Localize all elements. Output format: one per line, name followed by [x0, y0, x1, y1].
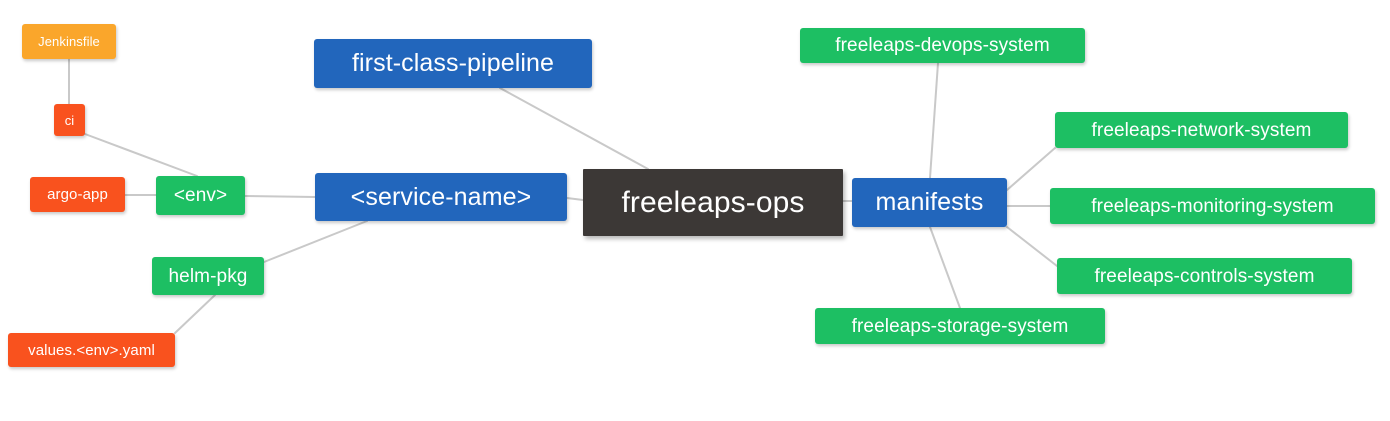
node-freeleaps-monitoring-system[interactable]: freeleaps-monitoring-system	[1050, 188, 1375, 224]
node-label: helm-pkg	[168, 265, 248, 287]
node-argo-app[interactable]: argo-app	[30, 177, 125, 212]
node-service-name[interactable]: <service-name>	[315, 173, 567, 221]
edge-e-network-manifests	[1006, 147, 1056, 191]
node-label: freeleaps-network-system	[1091, 119, 1312, 141]
node-label: freeleaps-storage-system	[851, 315, 1069, 337]
node-label: ci	[64, 112, 75, 128]
node-label: manifests	[875, 188, 984, 216]
node-env[interactable]: <env>	[156, 176, 245, 215]
edge-e-devops-manifests	[929, 62, 939, 179]
node-helm-pkg[interactable]: helm-pkg	[152, 257, 264, 295]
edge-e-env-servicename	[244, 195, 316, 198]
node-label: freeleaps-monitoring-system	[1091, 195, 1334, 217]
node-freeleaps-network-system[interactable]: freeleaps-network-system	[1055, 112, 1348, 148]
node-freeleaps-ops[interactable]: freeleaps-ops	[583, 169, 843, 236]
edge-e-values-helmpkg	[174, 294, 216, 334]
node-label: <env>	[173, 185, 228, 206]
node-label: freeleaps-controls-system	[1094, 265, 1315, 287]
edge-e-servicename-ops	[566, 197, 584, 201]
edge-e-helmpkg-servicename	[263, 220, 368, 263]
node-label: <service-name>	[350, 182, 532, 211]
node-freeleaps-devops-system[interactable]: freeleaps-devops-system	[800, 28, 1085, 63]
node-label: first-class-pipeline	[351, 49, 555, 77]
node-manifests[interactable]: manifests	[852, 178, 1007, 227]
node-label: values.<env>.yaml	[28, 341, 155, 359]
node-freeleaps-storage-system[interactable]: freeleaps-storage-system	[815, 308, 1105, 344]
node-label: freeleaps-devops-system	[835, 35, 1050, 56]
edge-e-firstclass-ops	[499, 87, 649, 170]
node-first-class-pipeline[interactable]: first-class-pipeline	[314, 39, 592, 88]
node-ci[interactable]: ci	[54, 104, 85, 136]
node-label: freeleaps-ops	[621, 185, 805, 219]
edge-e-ci-env	[84, 133, 198, 177]
node-label: Jenkinsfile	[38, 34, 100, 49]
edge-e-controls-manifests	[1006, 226, 1058, 267]
node-values-yaml[interactable]: values.<env>.yaml	[8, 333, 175, 367]
node-jenkinsfile[interactable]: Jenkinsfile	[22, 24, 116, 59]
edge-e-storage-manifests	[929, 226, 961, 309]
node-label: argo-app	[47, 186, 108, 203]
node-freeleaps-controls-system[interactable]: freeleaps-controls-system	[1057, 258, 1352, 294]
